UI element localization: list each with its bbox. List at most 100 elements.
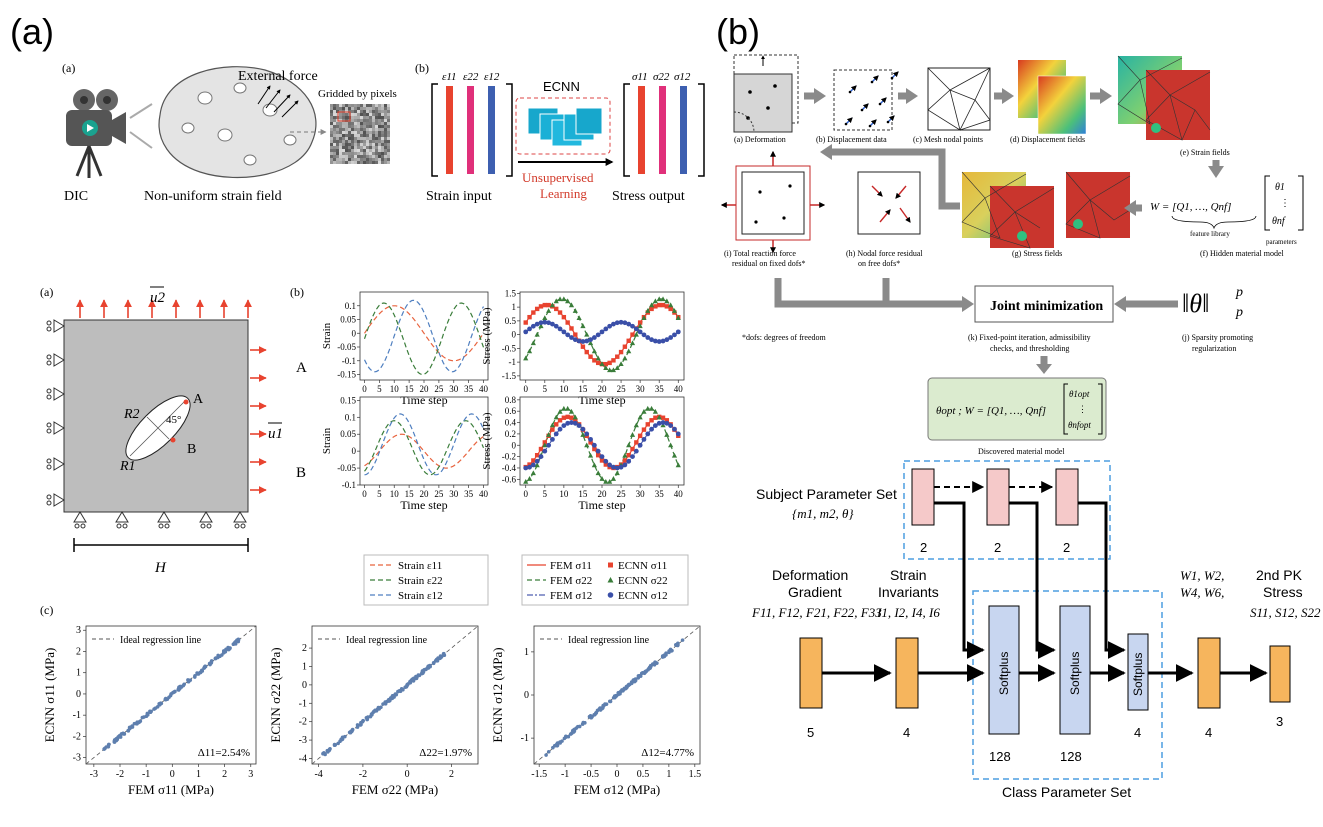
camera-icon (66, 89, 126, 178)
svg-text:-2: -2 (359, 769, 367, 780)
flow-arrows-top (804, 88, 1112, 104)
invariants-label-1: Strain (890, 567, 927, 583)
softplus-layer-2 (1059, 605, 1091, 735)
svg-text:Strain ε12: Strain ε12 (398, 590, 443, 602)
class-label: Class Parameter Set (1002, 784, 1131, 800)
strain-sym-22: ε22 (463, 71, 479, 83)
u1-label: u1 (268, 426, 283, 442)
panel-a-letter: (a) (10, 11, 54, 52)
theta-nf: θnf (1272, 216, 1286, 227)
svg-text:-1: -1 (142, 769, 150, 780)
svg-text:ECNN σ11: ECNN σ11 (618, 560, 667, 572)
svg-text:0: 0 (302, 680, 307, 691)
svg-text:-4: -4 (299, 753, 307, 764)
label-i-2: residual on fixed dofs* (732, 259, 806, 268)
step-deformation (733, 54, 799, 133)
svg-text:Ideal regression line: Ideal regression line (120, 635, 202, 646)
svg-text:FEM σ22: FEM σ22 (550, 575, 592, 587)
parameters-label: parameters (1266, 238, 1297, 246)
u2-label: u2 (150, 290, 166, 306)
label-i-1: (i) Total reaction force (724, 249, 796, 258)
svg-text:Stress (MPa): Stress (MPa) (481, 307, 493, 364)
svg-text:-0.6: -0.6 (502, 474, 517, 484)
svg-text:Δ12=4.77%: Δ12=4.77% (641, 747, 694, 759)
label-f: (f) Hidden material model (1200, 249, 1285, 258)
step-mesh (927, 67, 991, 131)
svg-text:FEM σ11: FEM σ11 (550, 560, 592, 572)
dim-energy: 4 (1205, 725, 1212, 740)
label-h-2: on free dofs* (858, 259, 900, 268)
svg-text:0: 0 (362, 384, 367, 394)
stress-fields (961, 171, 1131, 249)
opt-theta-dots: ⋮ (1078, 404, 1087, 414)
svg-text:5: 5 (543, 384, 548, 394)
svg-text:10: 10 (390, 384, 400, 394)
dim-input: 5 (807, 725, 814, 740)
svg-text:-0.15: -0.15 (337, 370, 356, 380)
w-label-1: W1, W2, (1180, 568, 1224, 583)
label-k-2: checks, and thresholding (990, 344, 1069, 353)
subject-parameter-box (903, 460, 1111, 560)
svg-text:0.05: 0.05 (340, 315, 356, 325)
dic-label: DIC (64, 189, 88, 204)
svg-text:15: 15 (405, 489, 415, 499)
svg-text:Ideal regression line: Ideal regression line (346, 635, 428, 646)
svg-text:1: 1 (512, 302, 517, 312)
label-j-2: regularization (1192, 344, 1236, 353)
opt-theta-1: θ1opt (1069, 389, 1090, 399)
svg-text:5: 5 (377, 489, 382, 499)
svg-text:-1: -1 (299, 698, 307, 709)
svg-text:0: 0 (352, 328, 357, 338)
svg-text:1: 1 (666, 769, 671, 780)
svg-text:-0.2: -0.2 (502, 452, 516, 462)
label-j-1: (j) Sparsity promoting (1182, 333, 1253, 342)
step-label-b: (b) Displacement data (816, 135, 887, 144)
svg-text:25: 25 (434, 384, 444, 394)
nodal-residual-box (857, 171, 921, 235)
svg-text:-2: -2 (73, 731, 81, 742)
opt-equation: θopt ; W = [Q1, …, Qnf] (936, 405, 1046, 417)
strain-input-label: Strain input (426, 189, 492, 204)
svg-text:Strain ε22: Strain ε22 (398, 575, 443, 587)
svg-text:0.1: 0.1 (345, 301, 356, 311)
svg-text:0: 0 (523, 489, 528, 499)
svg-text:1.5: 1.5 (689, 769, 702, 780)
svg-text:Time step: Time step (578, 393, 625, 407)
svg-text:FEM σ22 (MPa): FEM σ22 (MPa) (352, 782, 438, 797)
ecnn-layers (527, 107, 603, 147)
row-a-label: A (296, 360, 307, 376)
stress-output-label: Stress output (612, 189, 685, 204)
stress-output-vector (623, 83, 705, 177)
svg-text:-3: -3 (299, 735, 307, 746)
softplus-layer-3 (1127, 633, 1149, 711)
svg-text:0: 0 (512, 330, 517, 340)
svg-text:FEM σ12: FEM σ12 (550, 590, 592, 602)
feature-library-label: feature library (1190, 230, 1230, 238)
supports (46, 319, 247, 529)
svg-text:0: 0 (524, 690, 529, 701)
svg-text:-0.05: -0.05 (337, 463, 356, 473)
svg-text:3: 3 (248, 769, 253, 780)
svg-text:0: 0 (170, 769, 175, 780)
svg-text:Strain: Strain (321, 322, 333, 349)
subject-label: Subject Parameter Set (756, 486, 897, 502)
svg-text:20: 20 (598, 489, 608, 499)
discovered-model-box (927, 377, 1107, 441)
specimen-sub: (a) (40, 285, 53, 299)
svg-text:2: 2 (76, 646, 81, 657)
specimen-blob (158, 66, 317, 179)
svg-text:-0.1: -0.1 (342, 480, 356, 490)
unsupervised-label: Unsupervised (522, 170, 594, 185)
svg-text:3: 3 (76, 625, 81, 636)
flow-arrows-middle (774, 144, 1224, 374)
joint-label: Joint minimization (990, 299, 1103, 314)
panel-b-letter: (b) (716, 11, 760, 52)
svg-text:-2: -2 (116, 769, 124, 780)
svg-text:0: 0 (512, 440, 517, 450)
svg-text:-0.1: -0.1 (342, 356, 356, 366)
svg-text:-1.5: -1.5 (502, 371, 517, 381)
point-b-label: B (187, 442, 196, 457)
svg-text:Time step: Time step (400, 393, 447, 407)
svg-text:ECNN σ11 (MPa): ECNN σ11 (MPa) (42, 648, 57, 743)
